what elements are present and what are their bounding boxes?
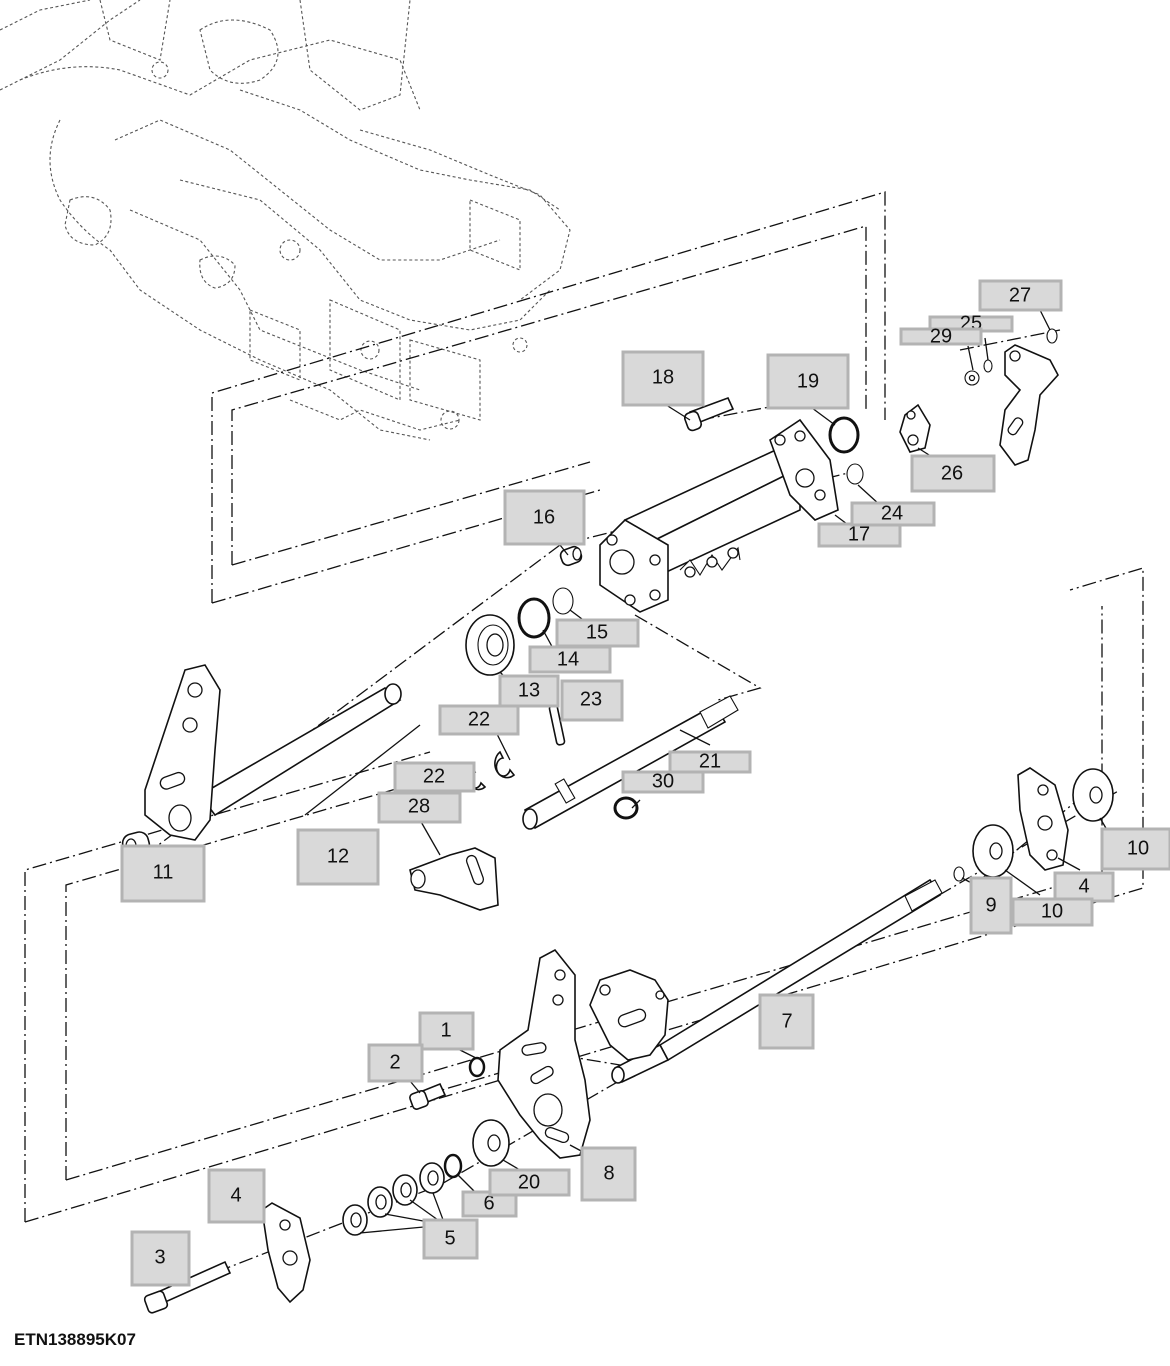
svg-text:2: 2 <box>389 1051 400 1073</box>
callout-4-left: 4 <box>207 1168 266 1224</box>
part-bracket-28 <box>409 847 499 911</box>
part-bushing-20 <box>472 1119 510 1167</box>
svg-text:13: 13 <box>518 679 540 701</box>
svg-text:19: 19 <box>797 370 819 392</box>
svg-text:11: 11 <box>153 861 174 883</box>
svg-text:17: 17 <box>848 523 870 545</box>
svg-text:29: 29 <box>930 325 952 347</box>
svg-text:10: 10 <box>1127 837 1149 859</box>
svg-text:22: 22 <box>423 765 445 787</box>
callout-17: 17 <box>817 522 902 548</box>
part-o-ring-19 <box>828 416 860 454</box>
callout-11: 11 <box>120 844 206 903</box>
callout-8: 8 <box>580 1146 637 1202</box>
callout-30: 30 <box>621 770 705 794</box>
part-ring-14 <box>517 597 551 639</box>
svg-text:18: 18 <box>652 366 674 388</box>
svg-text:16: 16 <box>533 506 555 528</box>
svg-text:27: 27 <box>1009 284 1031 306</box>
figure-id: ETN138895K07 <box>14 1330 136 1349</box>
callout-4-right: 4 <box>1053 871 1115 903</box>
part-seal-13 <box>465 614 515 676</box>
part-plate-4-left <box>261 1202 311 1304</box>
part-snap-ring-22a <box>494 750 516 779</box>
callout-20: 20 <box>488 1168 571 1197</box>
callouts: 1 2 3 4 4 5 6 7 8 9 10 10 11 12 13 14 15… <box>120 279 1170 1287</box>
part-washer-10-right <box>1072 768 1114 822</box>
part-bolt-3 <box>143 1260 232 1314</box>
svg-text:1: 1 <box>440 1019 451 1041</box>
svg-text:9: 9 <box>985 894 996 916</box>
svg-text:6: 6 <box>483 1192 494 1214</box>
svg-text:3: 3 <box>154 1246 165 1268</box>
part-lever-27-assembly <box>964 328 1059 466</box>
ghost-housing <box>0 0 571 441</box>
callout-19: 19 <box>766 353 850 410</box>
svg-text:30: 30 <box>652 770 674 792</box>
svg-text:20: 20 <box>518 1171 540 1193</box>
svg-text:12: 12 <box>327 845 349 867</box>
svg-text:15: 15 <box>586 621 608 643</box>
svg-text:22: 22 <box>468 708 490 730</box>
svg-text:24: 24 <box>881 502 903 524</box>
callout-27: 27 <box>978 279 1063 312</box>
callout-23: 23 <box>560 679 624 722</box>
svg-text:26: 26 <box>941 462 963 484</box>
svg-text:10: 10 <box>1041 900 1063 922</box>
svg-text:8: 8 <box>603 1162 614 1184</box>
part-washer-10-left <box>972 824 1014 878</box>
part-ring-6 <box>443 1153 463 1179</box>
part-bolt-2 <box>409 1082 447 1110</box>
svg-text:14: 14 <box>557 648 579 670</box>
callout-22-lower: 22 <box>393 761 476 793</box>
svg-text:21: 21 <box>699 750 721 772</box>
callout-9: 9 <box>969 876 1013 935</box>
callout-13: 13 <box>498 674 560 708</box>
svg-text:5: 5 <box>444 1227 455 1249</box>
svg-text:23: 23 <box>580 688 602 710</box>
callout-26: 26 <box>910 454 996 493</box>
callout-1: 1 <box>418 1011 475 1051</box>
part-washers-5 <box>342 1162 445 1236</box>
callout-14: 14 <box>528 645 612 674</box>
part-lever-8 <box>497 948 669 1159</box>
part-housing-17 <box>599 418 839 613</box>
svg-text:28: 28 <box>408 795 430 817</box>
callout-12: 12 <box>296 828 380 886</box>
part-shaft-7 <box>611 878 943 1084</box>
callout-24: 24 <box>850 501 936 527</box>
svg-text:4: 4 <box>1078 875 1089 897</box>
callout-28: 28 <box>377 791 462 824</box>
callout-3: 3 <box>130 1230 191 1287</box>
part-washer-1 <box>468 1056 486 1078</box>
part-clip-26 <box>899 403 931 453</box>
part-plate-4-right <box>1017 767 1069 871</box>
svg-text:7: 7 <box>781 1010 792 1032</box>
part-cap-screw-18 <box>683 396 735 432</box>
part-ring-15 <box>552 587 574 615</box>
callout-10-right: 10 <box>1100 827 1170 871</box>
callout-18: 18 <box>621 350 705 407</box>
callout-16: 16 <box>503 489 586 546</box>
callout-5: 5 <box>422 1218 479 1260</box>
callout-10-mid: 10 <box>1011 897 1094 927</box>
part-ring-9 <box>953 866 965 882</box>
callout-15: 15 <box>555 618 640 648</box>
callout-7: 7 <box>758 993 815 1050</box>
part-o-ring-30 <box>613 796 639 820</box>
callout-22-upper: 22 <box>438 704 520 736</box>
part-o-ring-24 <box>846 463 864 485</box>
callout-29: 29 <box>899 325 983 347</box>
callout-2: 2 <box>367 1043 424 1083</box>
part-rockshaft-21 <box>522 695 739 830</box>
part-shaft-12 <box>144 664 402 841</box>
callout-21: 21 <box>668 750 752 774</box>
svg-text:4: 4 <box>230 1184 241 1206</box>
